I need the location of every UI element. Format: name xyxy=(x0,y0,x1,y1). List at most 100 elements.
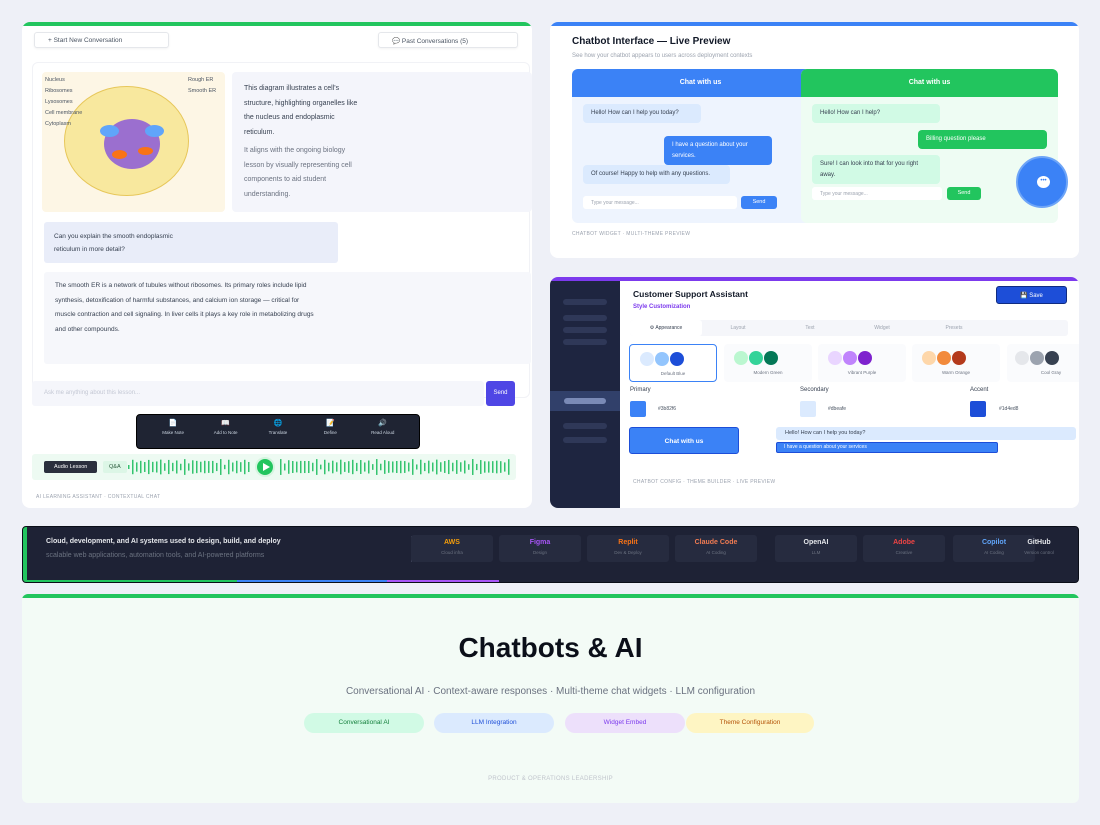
waveform-bar xyxy=(404,461,406,473)
sidebar-item-active[interactable] xyxy=(550,391,620,411)
panel-accent-bar xyxy=(22,22,532,26)
sidebar-item[interactable] xyxy=(563,437,607,443)
primary-hex[interactable]: #3b82f6 xyxy=(658,406,677,412)
waveform-bar xyxy=(472,459,474,475)
lesson-question-input[interactable]: Ask me anything about this lesson... xyxy=(32,381,484,406)
send-button[interactable]: Send xyxy=(947,187,981,200)
chat-widget-green: Chat with us Hello! How can I help? Bill… xyxy=(801,69,1058,223)
color-dot xyxy=(655,352,669,366)
send-button[interactable]: Send xyxy=(486,381,515,406)
theme-card[interactable]: Cool Gray xyxy=(1007,344,1079,382)
panel-title: Customer Support Assistant xyxy=(633,289,748,299)
tab-presets[interactable]: Presets xyxy=(945,325,963,331)
audio-lesson-button[interactable]: Audio Lesson xyxy=(44,461,98,473)
sidebar-item[interactable] xyxy=(563,315,607,321)
diagram-label: Smooth ER xyxy=(188,88,217,94)
waveform-bar xyxy=(336,462,338,472)
tab-appearance[interactable]: ⚙ Appearance xyxy=(630,320,702,336)
add-to-note-button[interactable]: 📖Add to Note xyxy=(206,419,246,444)
theme-card[interactable]: Modern Green xyxy=(724,344,812,382)
sidebar-item[interactable] xyxy=(563,327,607,333)
waveform-bar xyxy=(432,462,434,472)
hero-accent-bar xyxy=(22,594,1079,598)
globe-icon: 🌐 xyxy=(273,420,283,427)
waveform-bar xyxy=(288,460,290,474)
audio-waveform[interactable] xyxy=(126,454,512,480)
waveform-bar xyxy=(172,462,174,472)
save-button[interactable]: 💾 Save xyxy=(996,286,1067,304)
bot-message: Hello! How can I help you today? xyxy=(583,104,701,123)
tag-widget-embed: Widget Embed xyxy=(565,713,685,733)
hero-subtitle: Conversational AI · Context-aware respon… xyxy=(345,686,756,697)
theme-card[interactable]: Default Blue xyxy=(629,344,717,382)
hero-title: Chatbots & AI xyxy=(458,632,643,663)
start-new-conversation-button[interactable]: + Start New Conversation xyxy=(34,32,169,48)
message-input[interactable]: Type your message... xyxy=(812,187,942,200)
waveform-bar xyxy=(460,462,462,472)
tab-layout[interactable]: Layout xyxy=(730,325,746,331)
define-button[interactable]: 📝Define xyxy=(310,419,350,444)
waveform-bar xyxy=(456,460,458,474)
diagram-label: Nucleus xyxy=(45,77,65,83)
description-paragraph: This diagram illustrates a cell's struct… xyxy=(244,85,358,136)
waveform-bar xyxy=(320,464,322,470)
banner-subtitle: scalable web applications, automation to… xyxy=(46,552,265,559)
qna-tab[interactable]: Q&A xyxy=(103,461,127,473)
read-aloud-button[interactable]: 🔊Read Aloud xyxy=(363,419,403,444)
waveform-bar xyxy=(480,460,482,474)
waveform-bar xyxy=(384,460,386,474)
organelle-shape xyxy=(145,125,164,137)
tech-name: Replit xyxy=(618,539,638,546)
color-dot xyxy=(952,351,966,365)
settings-tabs: ⚙ Appearance Layout Text Widget Presets xyxy=(630,320,1068,336)
waveform-bar xyxy=(196,460,198,474)
waveform-bar xyxy=(444,461,446,473)
tag-theme-configuration: Theme Configuration xyxy=(686,713,814,733)
theme-card[interactable]: Vibrant Purple xyxy=(818,344,906,382)
waveform-bar xyxy=(380,463,382,471)
past-conversations-button[interactable]: 💬 Past Conversations (5) xyxy=(378,32,518,48)
message-input[interactable]: Type your message... xyxy=(583,196,737,209)
tool-label: Add to Note xyxy=(213,430,238,435)
sidebar-item[interactable] xyxy=(563,299,607,305)
chat-with-us-preview-button[interactable]: Chat with us xyxy=(629,427,739,454)
accent-swatch[interactable] xyxy=(970,401,986,417)
assistant-answer-text: The smooth ER is a network of tubules wi… xyxy=(55,282,314,333)
chat-widget-blue: Chat with us Hello! How can I help you t… xyxy=(572,69,829,223)
color-dot xyxy=(828,351,842,365)
theme-name: Vibrant Purple xyxy=(847,370,877,375)
hero-section: Chatbots & AI Conversational AI · Contex… xyxy=(22,594,1079,803)
tech-desc: Version control xyxy=(1024,550,1054,555)
waveform-bar xyxy=(140,460,142,474)
tech-desc: Dev & Deploy xyxy=(614,550,642,555)
tab-text[interactable]: Text xyxy=(805,325,815,331)
chat-launcher-button[interactable]: ••• xyxy=(1016,156,1068,208)
waveform-bar xyxy=(464,460,466,474)
waveform-bar xyxy=(448,459,450,475)
widget-header: Chat with us xyxy=(572,69,829,97)
make-note-button[interactable]: 📄Make Note xyxy=(153,419,193,444)
accent-hex[interactable]: #1d4ed8 xyxy=(999,406,1019,412)
color-dot xyxy=(1045,351,1059,365)
tag-llm-integration: LLM Integration xyxy=(434,713,554,733)
send-button[interactable]: Send xyxy=(741,196,777,209)
sidebar-item[interactable] xyxy=(563,423,607,429)
diagram-description: This diagram illustrates a cell's struct… xyxy=(232,72,532,212)
tab-widget[interactable]: Widget xyxy=(874,325,890,331)
theme-card[interactable]: Warm Orange xyxy=(912,344,1000,382)
secondary-hex[interactable]: #dbeafe xyxy=(828,406,847,412)
translate-button[interactable]: 🌐Translate xyxy=(258,419,298,444)
secondary-swatch[interactable] xyxy=(800,401,816,417)
sidebar-item[interactable] xyxy=(563,339,607,345)
assistant-answer-bubble: The smooth ER is a network of tubules wi… xyxy=(44,272,531,364)
play-button[interactable] xyxy=(255,457,275,477)
waveform-bar xyxy=(300,460,302,474)
organelle-shape xyxy=(112,150,127,159)
theme-name: Default Blue xyxy=(660,371,686,376)
primary-swatch[interactable] xyxy=(630,401,646,417)
color-dot xyxy=(1015,351,1029,365)
waveform-bar xyxy=(184,459,186,475)
